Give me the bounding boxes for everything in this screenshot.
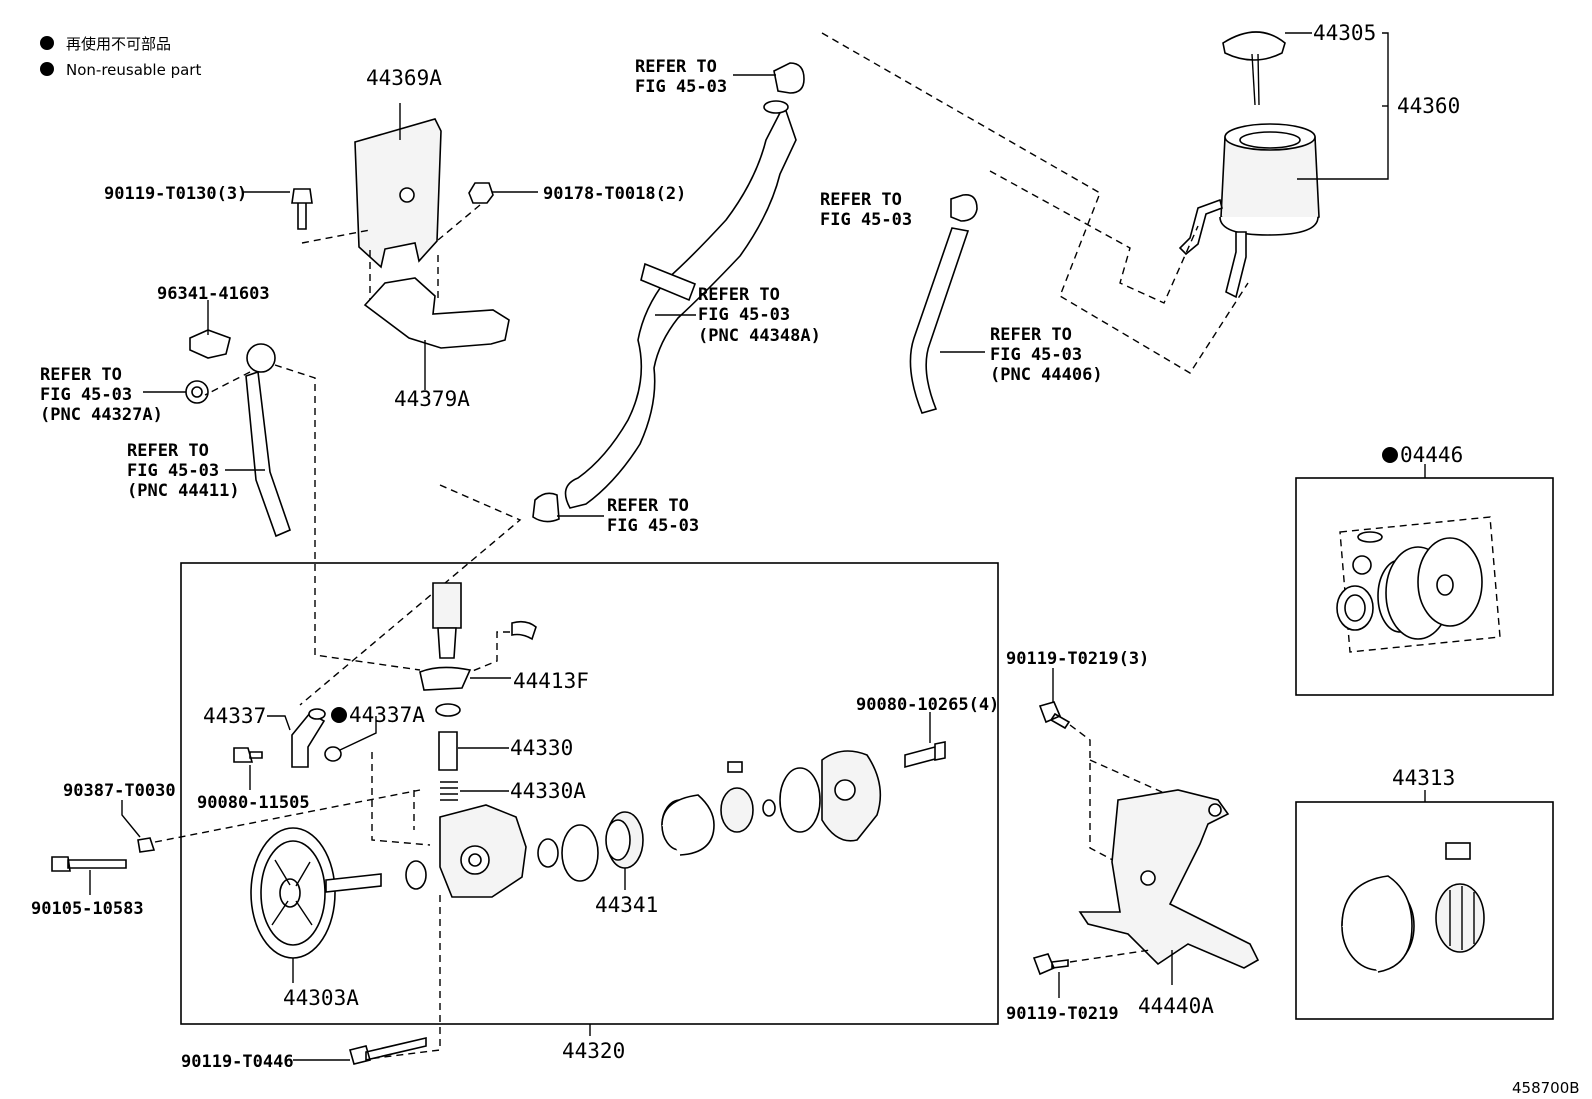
- ref3-line1: REFER TO: [698, 285, 780, 305]
- ref6-line3: (PNC 44411): [127, 481, 240, 501]
- return-hose: [532, 62, 805, 523]
- legend: 再使用不可部品 Non-reusable part: [40, 35, 201, 79]
- ref4-line1: REFER TO: [990, 325, 1072, 345]
- label-44337: 44337: [203, 704, 266, 728]
- label-44369A: 44369A: [366, 66, 442, 90]
- label-44330A: 44330A: [510, 779, 586, 803]
- label-90178-T0018: 90178-T0018(2): [543, 184, 686, 204]
- bracket-44440A: [1078, 789, 1260, 969]
- bracket-44379A: [363, 277, 510, 349]
- o-ring-icon: [762, 799, 776, 817]
- o-ring-icon: [561, 824, 599, 882]
- o-ring-icon: [435, 703, 461, 717]
- label-90119-T0219-3: 90119-T0219(3): [1006, 649, 1149, 669]
- bolt-icon: [51, 856, 127, 872]
- ref7-line2: FIG 45-03: [607, 516, 699, 536]
- label-04446: 04446: [1400, 443, 1463, 467]
- label-44413F: 44413F: [513, 669, 589, 693]
- nut-icon: [468, 182, 494, 204]
- pressure-switch: [419, 582, 537, 691]
- o-ring-icon: [537, 838, 559, 868]
- ref4-line2: FIG 45-03: [990, 345, 1082, 365]
- ref6-line1: REFER TO: [127, 441, 209, 461]
- ref1-line1: REFER TO: [635, 57, 717, 77]
- label-44379A: 44379A: [394, 387, 470, 411]
- ref2-line2: FIG 45-03: [820, 210, 912, 230]
- side-plate: [605, 811, 644, 869]
- reservoir-tank: [1178, 31, 1320, 299]
- pulley-44303A: [250, 827, 427, 959]
- bolt-icon: [233, 747, 263, 763]
- ref4-line3: (PNC 44406): [990, 365, 1103, 385]
- label-90119-T0219: 90119-T0219: [1006, 1004, 1119, 1024]
- label-44341: 44341: [595, 893, 658, 917]
- ref3-line3: (PNC 44348A): [698, 326, 821, 346]
- non-reusable-bullet-icon: [40, 62, 54, 76]
- non-reusable-bullet-icon: [331, 707, 347, 723]
- ref6-line2: FIG 45-03: [127, 461, 219, 481]
- bracket-44369A: [354, 118, 442, 269]
- flow-valve-icon: [438, 731, 458, 771]
- label-44440A: 44440A: [1138, 994, 1214, 1018]
- legend-en: Non-reusable part: [66, 61, 201, 79]
- ref3-line2: FIG 45-03: [698, 305, 790, 325]
- bolt-icon: [1038, 701, 1071, 730]
- vane-icon: [727, 761, 743, 773]
- label-44305: 44305: [1313, 21, 1376, 45]
- label-44360: 44360: [1397, 94, 1460, 118]
- rotor-icon: [720, 787, 754, 833]
- label-44320: 44320: [562, 1039, 625, 1063]
- rear-housing: [821, 750, 882, 842]
- supply-hose: [909, 193, 978, 414]
- bolt-icon: [1032, 953, 1069, 976]
- label-90080-11505: 90080-11505: [197, 793, 310, 813]
- label-96341-41603: 96341-41603: [157, 284, 270, 304]
- cam-ring-kit-box: [1295, 801, 1554, 1020]
- bolt-icon: [904, 741, 946, 769]
- label-90105-10583: 90105-10583: [31, 899, 144, 919]
- non-reusable-bullet-icon: [1382, 447, 1398, 463]
- ref5-line3: (PNC 44327A): [40, 405, 163, 425]
- label-44303A: 44303A: [283, 986, 359, 1010]
- spring-icon: [440, 781, 458, 801]
- bolt-icon: [291, 188, 313, 230]
- ref5-line2: FIG 45-03: [40, 385, 132, 405]
- label-90080-10265: 90080-10265(4): [856, 695, 999, 715]
- figure-code: 458700B: [1512, 1079, 1580, 1097]
- label-44337A: 44337A: [349, 703, 425, 727]
- label-90119-T0130: 90119-T0130(3): [104, 184, 247, 204]
- cam-ring-kit: [1341, 842, 1485, 973]
- cam-ring: [661, 794, 715, 856]
- non-reusable-bullet-icon: [40, 36, 54, 50]
- label-44313: 44313: [1392, 766, 1455, 790]
- union-44337: [291, 708, 326, 768]
- ref1-line2: FIG 45-03: [635, 77, 727, 97]
- label-44330: 44330: [510, 736, 573, 760]
- collar-icon: [137, 837, 156, 853]
- bolt-icon: [349, 1036, 427, 1065]
- gasket-kit: [1336, 516, 1501, 653]
- label-90119-T0446: 90119-T0446: [181, 1052, 294, 1072]
- label-90387-T0030: 90387-T0030: [63, 781, 176, 801]
- ref7-line1: REFER TO: [607, 496, 689, 516]
- ref2-line1: REFER TO: [820, 190, 902, 210]
- pump-body: [439, 804, 527, 898]
- o-ring-icon: [779, 767, 821, 833]
- ref5-line1: REFER TO: [40, 365, 122, 385]
- o-ring-icon: [324, 746, 342, 762]
- legend-jp: 再使用不可部品: [66, 35, 171, 53]
- pressure-hose: [185, 329, 291, 538]
